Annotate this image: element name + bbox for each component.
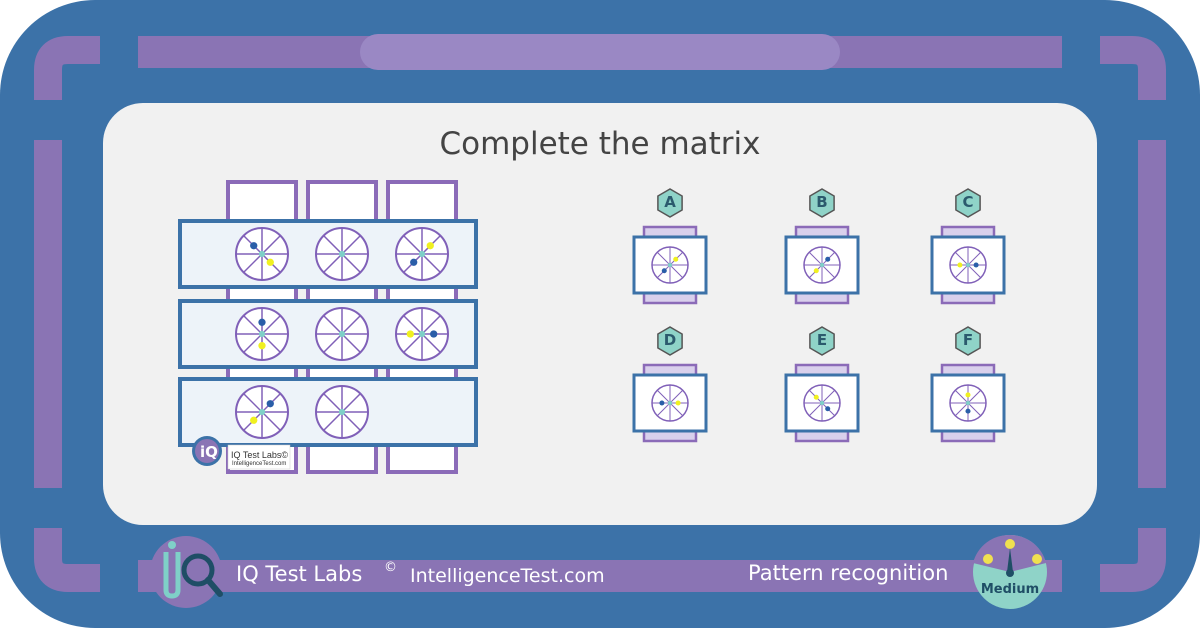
blue-dot xyxy=(250,242,258,250)
footer-copyright-mark: © xyxy=(384,560,397,575)
option-label-c[interactable]: C xyxy=(962,193,974,211)
wheel xyxy=(803,384,841,422)
yellow-dot xyxy=(813,268,819,274)
yellow-dot xyxy=(426,242,434,250)
option-badge-hexagon xyxy=(809,326,835,356)
watermark-brand: IQ Test Labs© xyxy=(231,450,288,460)
option-badge-hexagon xyxy=(955,326,981,356)
yellow-dot xyxy=(266,258,274,266)
yellow-dot xyxy=(250,416,258,424)
wheel-hub xyxy=(258,408,266,416)
option-label-b[interactable]: B xyxy=(816,193,828,211)
option-label-e[interactable]: E xyxy=(816,331,828,349)
wheel-hub xyxy=(819,262,825,268)
yellow-dot xyxy=(813,394,819,400)
wheel xyxy=(315,307,369,361)
wheel xyxy=(315,385,369,439)
frame-bar-left xyxy=(34,140,62,488)
footer-site[interactable]: IntelligenceTest.com xyxy=(410,565,605,587)
wheel-hub xyxy=(258,250,266,258)
wheel xyxy=(315,227,369,281)
option-badge-hexagon xyxy=(809,188,835,218)
wheel-hub xyxy=(965,262,971,268)
wheel-hub xyxy=(667,262,673,268)
puzzle-title: Complete the matrix xyxy=(439,126,761,162)
blue-dot xyxy=(266,400,274,408)
option-badge-hexagon xyxy=(955,188,981,218)
wheel xyxy=(651,384,689,422)
svg-text:iQ: iQ xyxy=(200,443,218,461)
option-badge-hexagon xyxy=(657,326,683,356)
watermark-site: IntelligenceTest.com xyxy=(232,461,287,467)
option-label-d[interactable]: D xyxy=(663,331,677,349)
wheel-hub xyxy=(338,408,346,416)
frame-bar-top-highlight xyxy=(360,34,840,70)
yellow-dot xyxy=(965,392,971,398)
wheel-hub xyxy=(667,400,673,406)
yellow-dot xyxy=(675,400,681,406)
wheel xyxy=(395,307,449,361)
yellow-dot xyxy=(406,330,414,338)
watermark-box xyxy=(227,444,291,470)
wheel-hub xyxy=(819,400,825,406)
wheel xyxy=(235,227,289,281)
answer-options xyxy=(632,188,1006,443)
wheel-hub xyxy=(338,250,346,258)
blue-dot xyxy=(659,400,665,406)
blue-dot xyxy=(825,406,831,412)
matrix-area xyxy=(178,180,478,474)
frame-decoration xyxy=(34,36,1166,592)
blue-dot xyxy=(965,408,971,414)
wheel xyxy=(651,246,689,284)
blue-dot xyxy=(258,318,266,326)
wheel-hub xyxy=(338,330,346,338)
wheel xyxy=(949,384,987,422)
blue-dot xyxy=(661,268,667,274)
footer-brand: IQ Test Labs xyxy=(236,562,363,586)
frame-bar-right xyxy=(1138,140,1166,488)
watermark-logo-icon: iQ xyxy=(192,436,222,466)
difficulty-gauge-icon xyxy=(973,534,1047,609)
wheel-hub xyxy=(418,250,426,258)
yellow-dot xyxy=(258,342,266,350)
blue-dot xyxy=(410,258,418,266)
option-label-f[interactable]: F xyxy=(962,331,974,349)
blue-dot xyxy=(973,262,979,268)
iq-logo-icon xyxy=(150,536,223,608)
blue-dot xyxy=(430,330,438,338)
wheel xyxy=(803,246,841,284)
footer-category: Pattern recognition xyxy=(748,561,949,585)
wheel xyxy=(949,246,987,284)
wheel xyxy=(235,307,289,361)
wheel xyxy=(395,227,449,281)
yellow-dot xyxy=(957,262,963,268)
wheel-hub xyxy=(258,330,266,338)
frame-bar-bottom xyxy=(138,560,1062,592)
wheel-hub xyxy=(418,330,426,338)
difficulty-label: Medium xyxy=(980,582,1040,597)
blue-dot xyxy=(825,256,831,262)
wheel xyxy=(235,385,289,439)
yellow-dot xyxy=(673,256,679,262)
wheel-hub xyxy=(965,400,971,406)
option-badge-hexagon xyxy=(657,188,683,218)
option-label-a[interactable]: A xyxy=(664,193,676,211)
